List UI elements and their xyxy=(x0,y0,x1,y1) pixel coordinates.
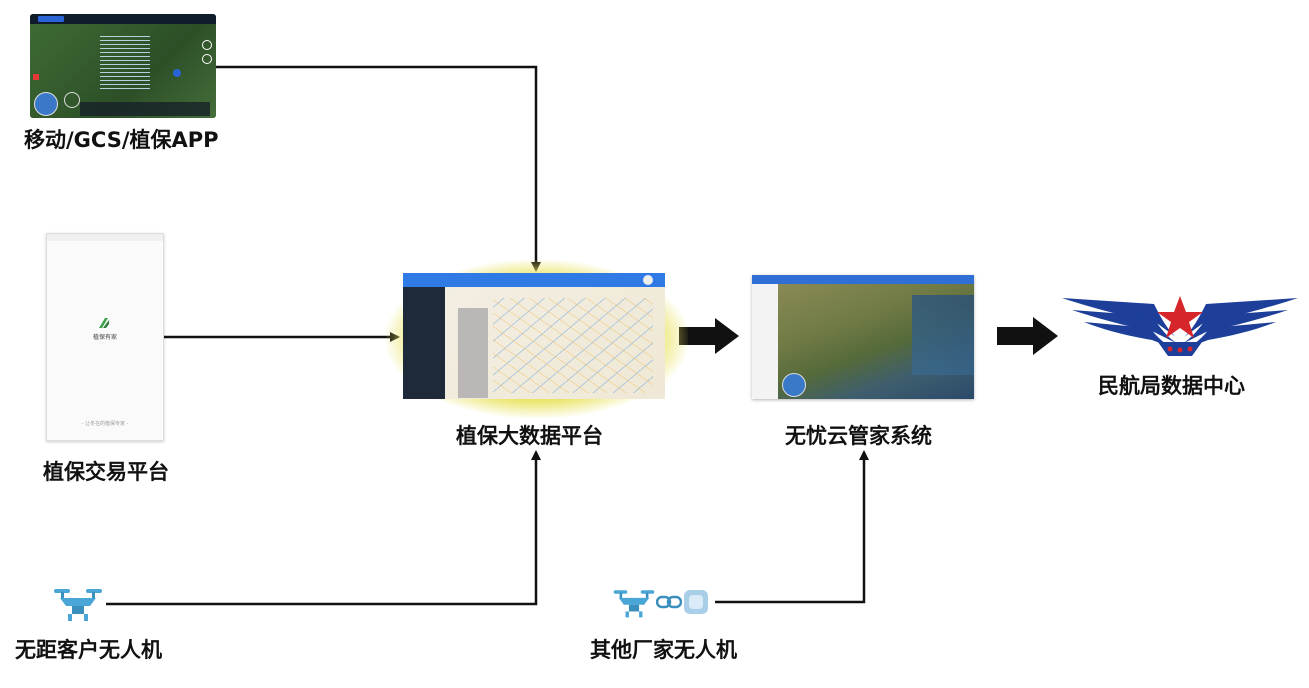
label-cloud-system: 无忧云管家系统 xyxy=(785,424,932,448)
label-own-drones: 无距客户无人机 xyxy=(15,638,162,662)
caac-wings-logo-icon xyxy=(1062,290,1298,362)
chain-link-icon xyxy=(656,595,682,609)
app-name: 植保有家 xyxy=(92,334,117,341)
label-caac-center: 民航局数据中心 xyxy=(1098,374,1245,398)
gcs-app-screenshot xyxy=(30,14,216,118)
thick-arrow-2 xyxy=(997,317,1058,355)
line-drones-to-bigdata xyxy=(106,450,541,606)
line-app-to-bigdata xyxy=(216,65,541,272)
thick-arrow-1 xyxy=(679,318,739,354)
drone-icon xyxy=(52,586,104,622)
label-trade-platform: 植保交易平台 xyxy=(43,460,169,484)
drone-icon xyxy=(612,586,656,620)
app-logo-icon xyxy=(97,316,111,330)
trade-platform-screenshot: 植保有家 - 让冬在的植保专家 - xyxy=(46,233,164,441)
label-bigdata-platform: 植保大数据平台 xyxy=(456,424,603,448)
dongle-icon xyxy=(682,588,710,616)
app-footer-text: - 让冬在的植保专家 - xyxy=(81,421,129,427)
bigdata-platform-screenshot xyxy=(403,273,665,399)
cloud-system-screenshot xyxy=(752,275,974,399)
label-gcs-app: 移动/GCS/植保APP xyxy=(24,128,219,152)
line-other-to-cloud xyxy=(715,450,869,604)
label-other-drones: 其他厂家无人机 xyxy=(590,638,737,662)
